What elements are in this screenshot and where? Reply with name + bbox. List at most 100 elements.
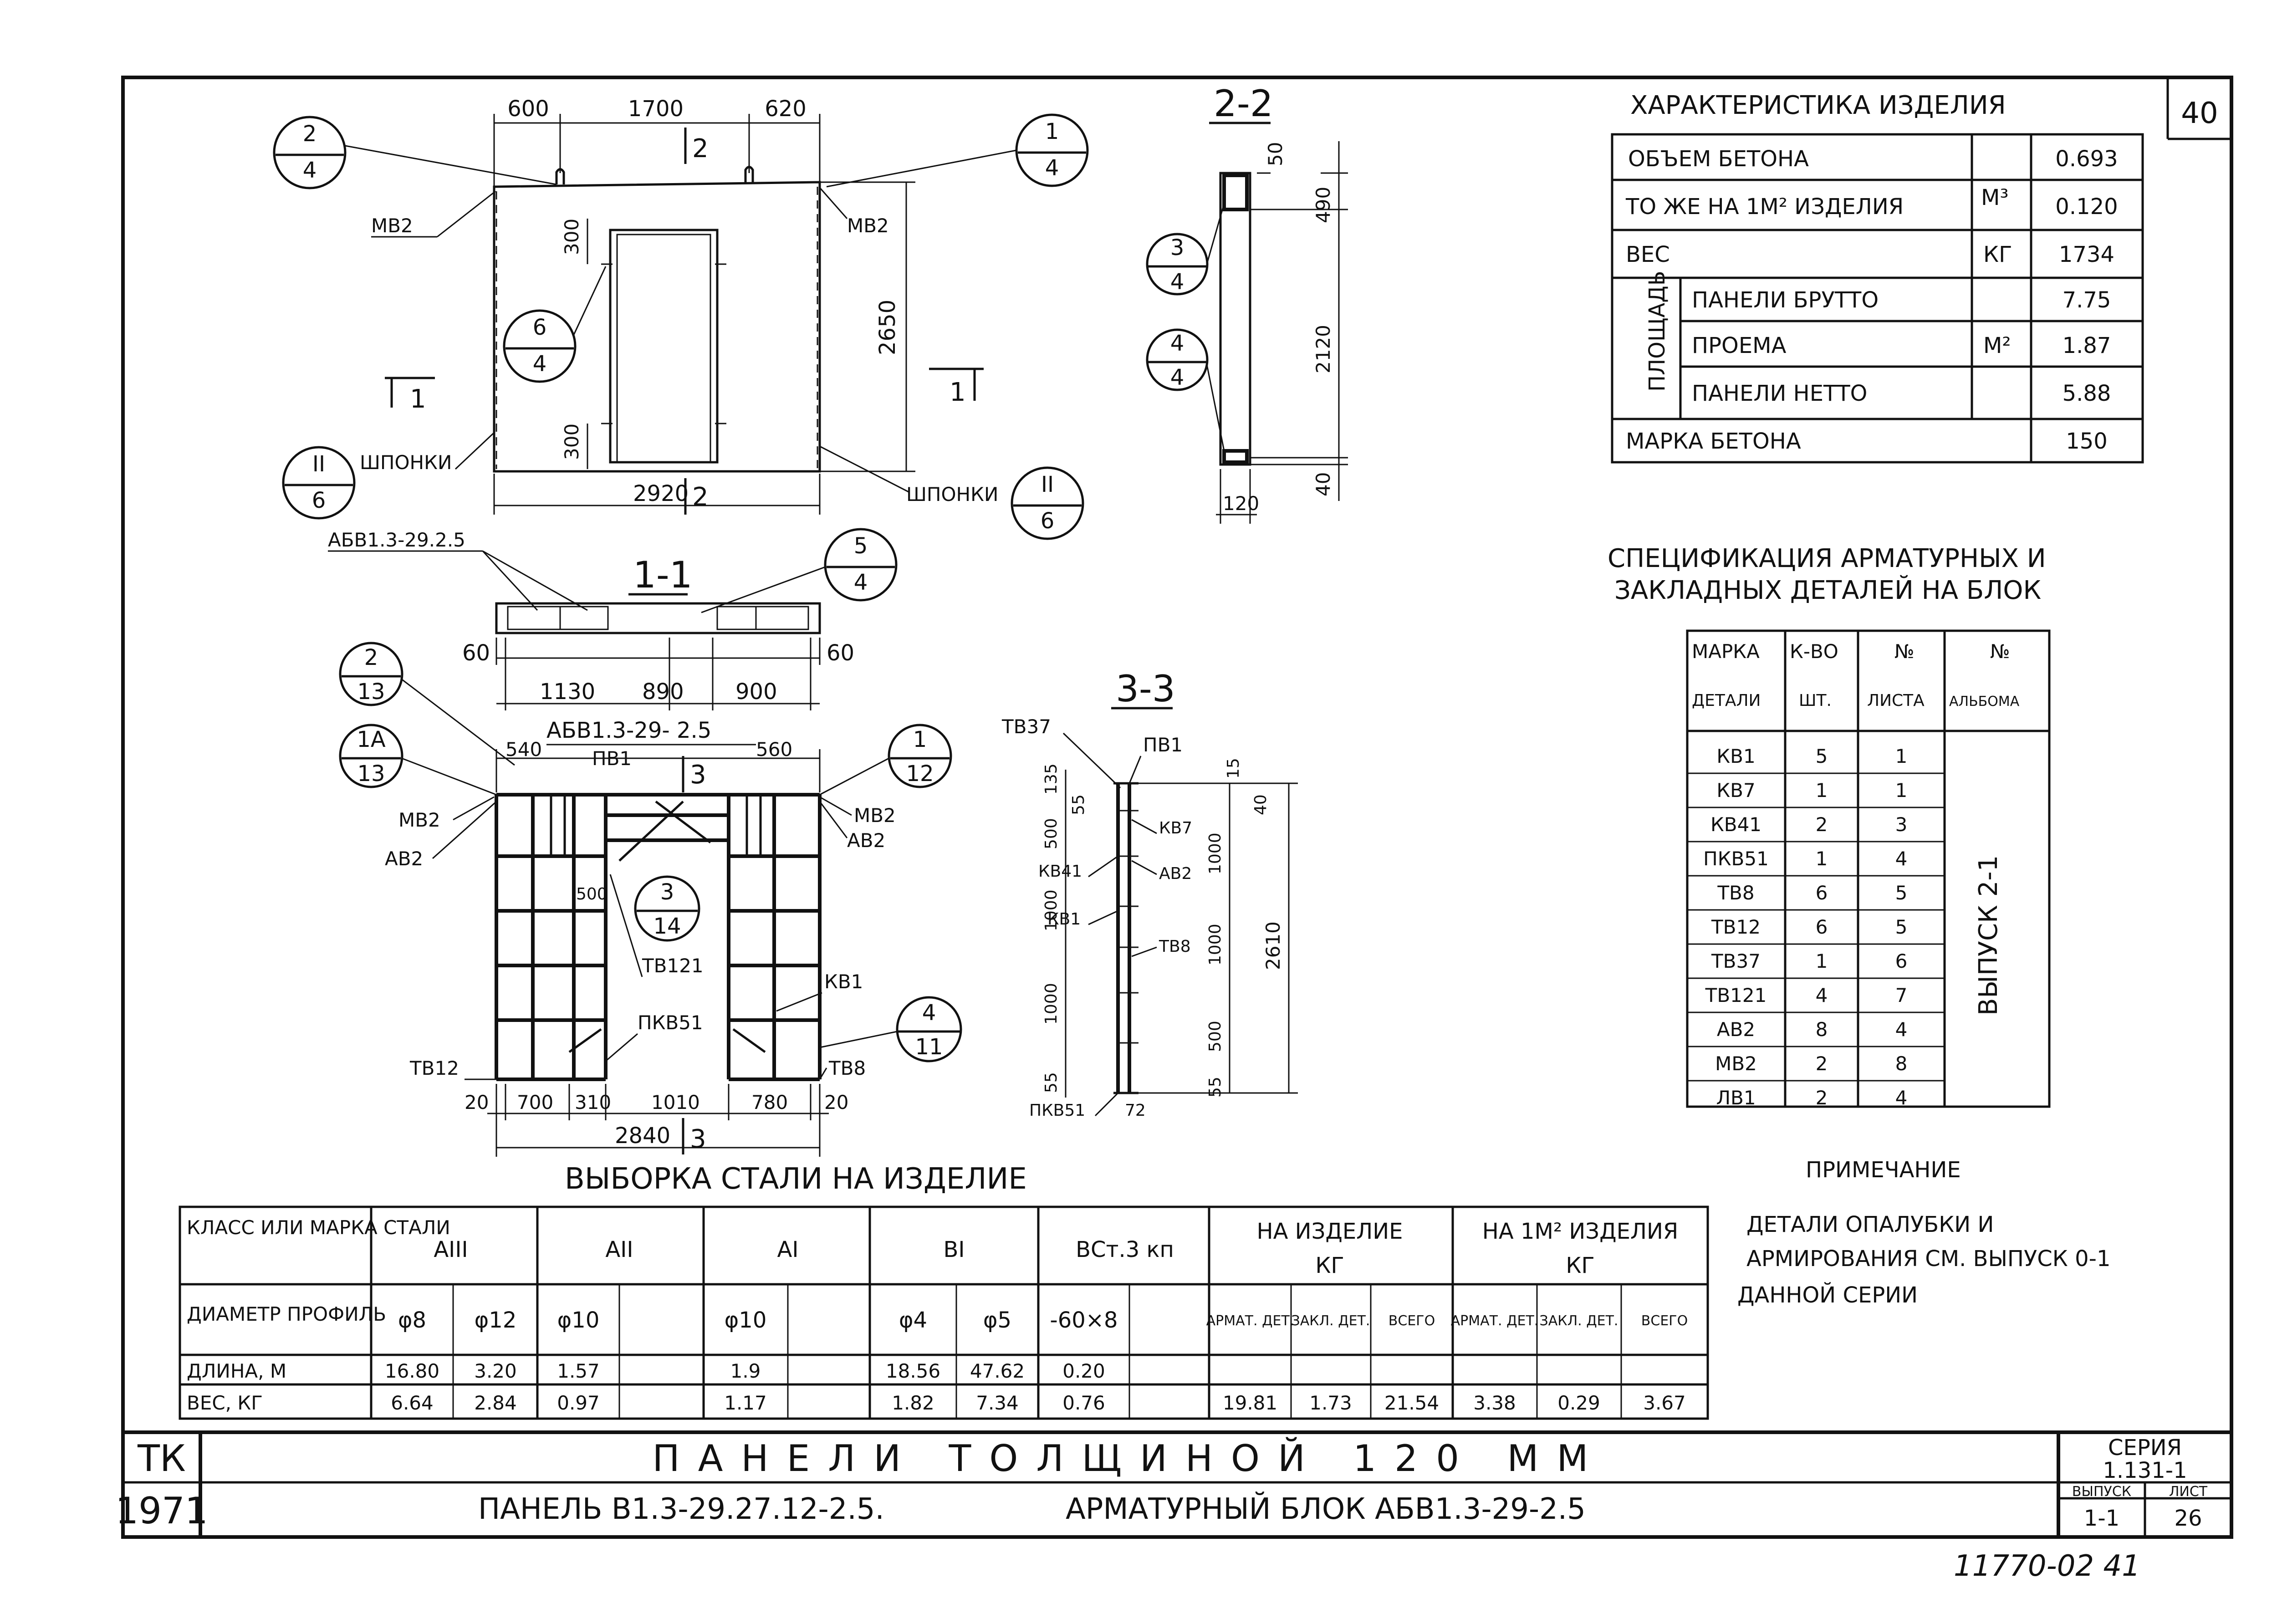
section-3-3-title: 3-3 [1116,668,1175,710]
spec-row-qty: 6 [1816,882,1828,904]
spec-row-qty: 8 [1816,1018,1828,1041]
steel-length-cell: 16.80 [385,1360,439,1382]
front-elevation: 600 1700 620 300 300 2650 2920 1 [273,96,1089,540]
char-row-4-value: 7.75 [2063,287,2111,313]
callout-4-11: 4 11 [819,996,962,1062]
steel-diam-cell: φ5 [983,1307,1011,1333]
steel-weight-cell: 2.84 [474,1392,517,1414]
tb-sheet: 26 [2174,1506,2202,1531]
svg-text:6: 6 [312,488,326,513]
char-area-label: ПЛОЩАДЬ [1644,271,1670,392]
steel-weight-cell: 7.34 [976,1392,1019,1414]
dim-33-2610: 2610 [1262,921,1284,970]
label-mb2-block-right: МВ2 [854,804,896,827]
tb-panel: ПАНЕЛЬ В1.3-29.27.12-2.5. [478,1492,884,1526]
spec-row-qty: 2 [1816,1052,1828,1075]
sheet-frame: 40 [121,76,2233,1539]
tb-series-label: СЕРИЯ [2108,1435,2182,1461]
steel-kg-1: КГ [1315,1253,1344,1278]
char-row-6-label: ПАНЕЛИ НЕТТО [1692,381,1867,406]
label-tb8: ТВ8 [828,1057,866,1079]
dim-2650: 2650 [875,300,900,355]
spec-row-qty: 2 [1816,813,1828,836]
dim-rb-780: 780 [751,1091,788,1113]
dim-rb-1010: 1010 [651,1091,700,1113]
callout-1-4-top: 1 4 [826,113,1089,188]
char-row-7-value: 150 [2066,429,2108,454]
svg-text:1А: 1А [357,727,386,752]
section-3-3: 3-3 ТВ37 ПВ1 КВ7 КВ41 АВ2 КВ1 ТВ8 ПКВ51 … [1001,668,1298,1120]
label-kb1-33: КВ1 [1047,910,1081,929]
steel-length-cell: 1.57 [557,1360,600,1382]
label-mb2-right: МВ2 [847,214,889,237]
callout-3-14: 3 14 [634,875,700,942]
spec-row-mark: КВ41 [1710,813,1761,836]
label-ab2-33: АВ2 [1159,864,1192,883]
spec-row-sheet: 1 [1895,745,1908,767]
spec-row-qty: 2 [1816,1087,1828,1109]
char-row-2-value: 0.120 [2055,194,2118,220]
dim-300-bottom: 300 [561,424,583,460]
char-row-7-label: МАРКА БЕТОНА [1626,429,1801,454]
section-1-1-title: 1-1 [633,554,693,596]
callout-1-12: 1 12 [819,724,952,796]
spec-h-mark: МАРКА [1692,640,1760,663]
dim-33-72: 72 [1125,1101,1146,1120]
svg-text:6: 6 [533,315,547,340]
cut-mark-3-bottom: 3 [690,1124,706,1154]
rebar-block-elevation: АБВ1.3-29- 2.5 540 560 ПВ1 3 [339,642,962,1157]
spec-row-sheet: 5 [1895,916,1908,938]
callout-2-13: 2 13 [339,642,515,766]
tb-stamp: 11770-02 41 [1954,1549,2140,1583]
steel-weight-label: ВЕС, КГ [187,1392,263,1414]
label-ab2-block-left: АВ2 [385,848,423,870]
label-pkb51-33: ПКВ51 [1029,1101,1085,1120]
dim-22-50: 50 [1264,142,1287,166]
svg-text:11: 11 [915,1034,943,1060]
char-row-3-value: 1734 [2059,242,2114,267]
label-pb1-33: ПВ1 [1143,734,1183,756]
spec-row-mark: МВ2 [1715,1052,1757,1075]
svg-text:12: 12 [906,761,934,786]
dim-2840: 2840 [615,1123,670,1149]
spec-h-detail: ДЕТАЛИ [1692,691,1761,710]
steel-weight-cell: 0.76 [1062,1392,1105,1414]
dim-33-r1000a: 1000 [1206,832,1225,874]
title-block: ТК 1971 ПАНЕЛИ ТОЛЩИНОЙ 120 ММ ПАНЕЛЬ В1… [115,1430,2231,1583]
steel-diam-cell: φ12 [475,1307,517,1333]
note-line-1: ДЕТАЛИ ОПАЛУБКИ И [1746,1212,1994,1237]
label-tb121: ТВ121 [642,955,704,977]
spec-row-qty: 6 [1816,916,1828,938]
dim-top-1: 600 [507,96,549,122]
svg-text:II: II [312,451,325,477]
steel-table: ВЫБОРКА СТАЛИ НА ИЗДЕЛИЕ КЛАСС ИЛИ МАРКА… [179,1162,1709,1420]
svg-text:2: 2 [364,645,378,670]
steel-class-header: КЛАСС ИЛИ МАРКА СТАЛИ [187,1216,450,1239]
steel-diam-cell: φ10 [725,1307,767,1333]
steel-weight-cell: 3.38 [1473,1392,1516,1414]
label-pb1-block: ПВ1 [592,747,632,770]
char-row-3-label: ВЕС [1626,242,1670,267]
steel-sub-cell: АРМАТ. ДЕТ. [1206,1313,1294,1329]
svg-text:5: 5 [854,533,868,559]
section-2-2: 2-2 50 490 2120 40 120 3 4 4 4 [1146,82,1348,524]
label-tb8-33: ТВ8 [1159,937,1191,956]
cut-mark-2-top: 2 [692,134,709,163]
steel-class-2: АII [605,1237,633,1262]
label-abb-block: АБВ1.3-29- 2.5 [546,718,711,743]
characteristics-title: ХАРАКТЕРИСТИКА ИЗДЕЛИЯ [1630,91,2006,120]
steel-class-4: ВI [943,1237,965,1262]
spec-table: СПЕЦИФИКАЦИЯ АРМАТУРНЫХ И ЗАКЛАДНЫХ ДЕТА… [1608,544,2051,1109]
svg-text:13: 13 [357,761,385,786]
spec-h-album: АЛЬБОМА [1949,694,2020,710]
svg-text:4: 4 [1045,155,1059,181]
steel-weight-cell: 1.82 [892,1392,934,1414]
characteristics-table: ХАРАКТЕРИСТИКА ИЗДЕЛИЯ ОБЪЕМ БЕТОНА ТО Ж… [1611,91,2144,464]
char-row-2-label: ТО ЖЕ НА 1М² ИЗДЕЛИЯ [1625,194,1904,220]
char-row-1-value: 0.693 [2055,146,2118,172]
callout-3-4: 3 4 [1146,200,1226,296]
